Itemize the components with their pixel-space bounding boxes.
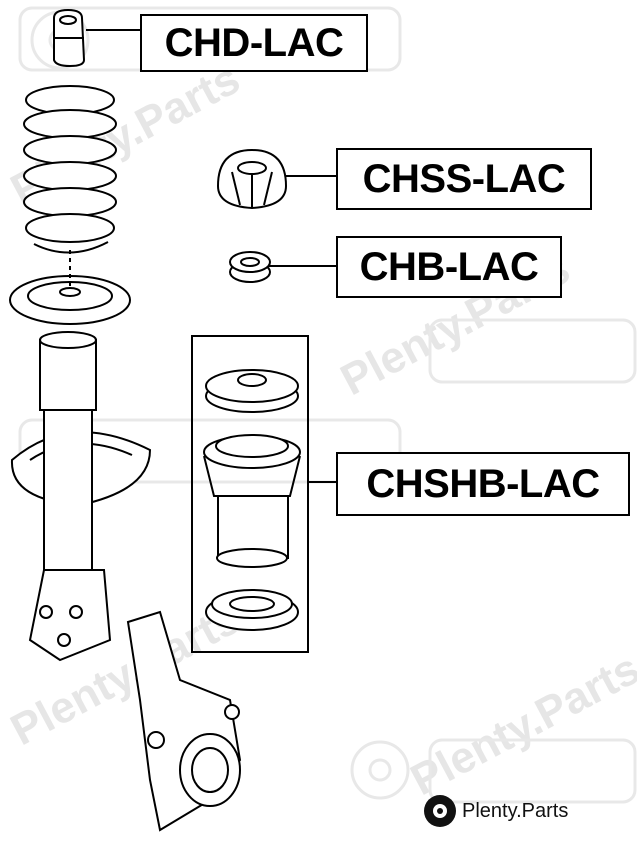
part-label-chshb-lac: CHSHB-LAC: [336, 452, 630, 516]
footer-brand-text: Plenty.Parts: [462, 799, 569, 822]
spring-seat-part: [9, 250, 131, 325]
steering-knuckle-part: [126, 610, 242, 832]
part-label-chb-lac: CHB-LAC: [336, 236, 562, 298]
coil-spring-part: [23, 85, 117, 254]
kit-bounding-box: [191, 335, 309, 653]
part-label-chd-lac: CHD-LAC: [140, 14, 368, 72]
gear-icon: [424, 795, 456, 827]
part-label-chss-lac: CHSS-LAC: [336, 148, 592, 210]
kit-components: [203, 369, 301, 631]
bearing-part: [229, 251, 271, 283]
leader-lines: [86, 29, 336, 483]
bump-stop-part: [53, 8, 86, 68]
strut-mount-part: [216, 148, 288, 210]
footer-brand: Plenty.Parts: [420, 793, 568, 829]
strut-body-part: [10, 331, 152, 662]
